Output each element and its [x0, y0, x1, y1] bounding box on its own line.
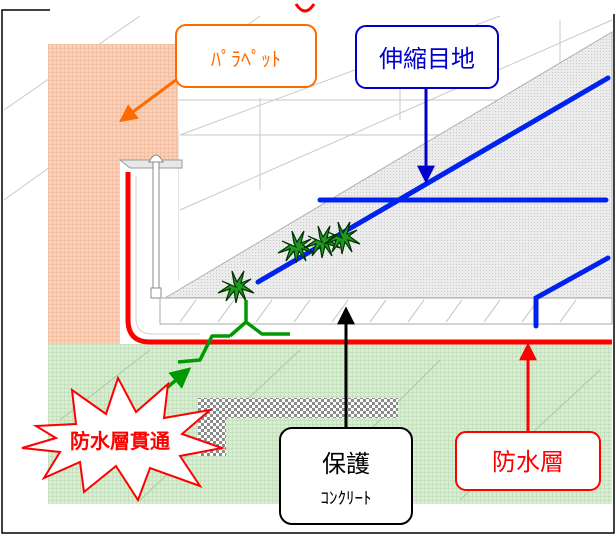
penetration-burst: [21, 375, 226, 503]
concrete-strip: [159, 297, 613, 325]
waterproof-layer-callout: 防水層: [455, 342, 601, 491]
protection-bevel: [135, 176, 200, 335]
parapet-arrow: [119, 78, 177, 123]
parapet-label-box: [175, 24, 317, 88]
penetration-label: 防水層貫通: [70, 429, 170, 453]
expansion-joint-label-box: [355, 25, 499, 89]
parapet-label: ﾊﾟﾗﾍﾟｯﾄ: [211, 47, 281, 71]
protection-concrete-label-box: [279, 427, 413, 525]
anchor-bolt: [148, 154, 164, 299]
top-red-pointer: [294, 3, 316, 13]
insulation-band: [198, 398, 398, 418]
waterproof-layer-label-box: [455, 431, 601, 491]
waterproof-layer-label: 防水層: [492, 448, 564, 476]
expansion-joint-label: 伸縮目地: [379, 45, 475, 73]
penetration-callout: 防水層貫通: [21, 367, 226, 503]
expansion-joint-callout: 伸縮目地: [355, 25, 499, 184]
waterproof-layer-line: [125, 172, 612, 345]
protection-concrete-label-line2: ｺﾝｸﾘｰﾄ: [321, 489, 372, 509]
protection-concrete-callout: 保護 ｺﾝｸﾘｰﾄ: [279, 306, 413, 525]
protection-concrete-label-line1: 保護: [322, 450, 370, 478]
top-frame-segment: [50, 2, 615, 14]
parapet-callout: ﾊﾟﾗﾍﾟｯﾄ: [119, 24, 317, 123]
penetrating-root: [177, 300, 290, 364]
